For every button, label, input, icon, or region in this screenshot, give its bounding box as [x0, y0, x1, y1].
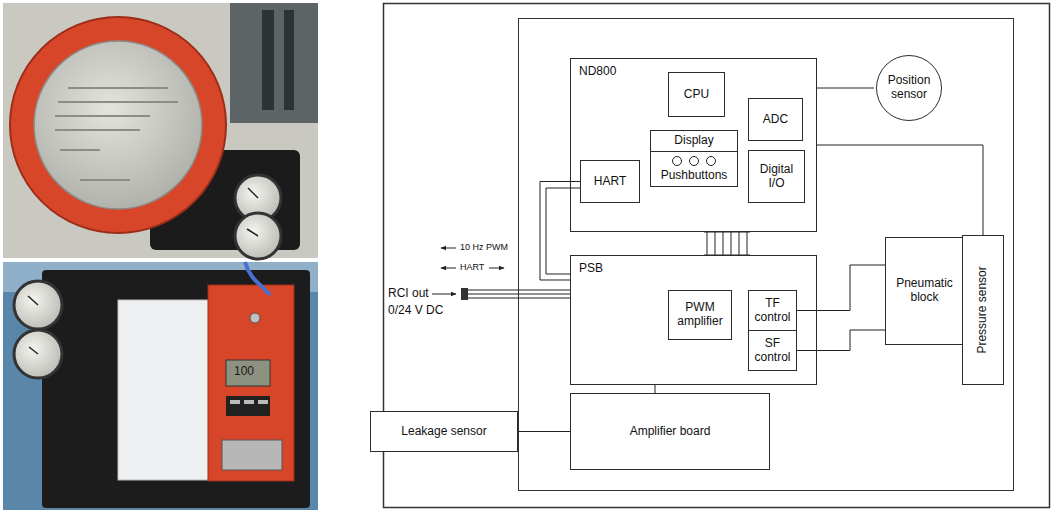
- box-label: TF control: [752, 297, 793, 325]
- sensor-box: Leakage sensor: [370, 411, 518, 452]
- box-label: PSB: [579, 262, 808, 276]
- box-label: Digital I/O: [752, 163, 801, 191]
- process-box: Pneumatic block: [885, 237, 964, 345]
- module-box: Pushbuttons: [650, 151, 738, 187]
- module-box: HART: [580, 160, 640, 203]
- gauge-needle: [28, 296, 38, 305]
- photo-background: [230, 3, 318, 123]
- keypad: [226, 396, 270, 416]
- module-box: PWM amplifier: [668, 290, 732, 340]
- box-label: Pushbuttons: [661, 169, 728, 183]
- display-readout: 100: [234, 365, 254, 379]
- signal-label: RCI out: [388, 287, 429, 301]
- connector-line: [797, 265, 885, 311]
- process-box: Amplifier board: [570, 393, 770, 470]
- red-cover: [10, 17, 226, 233]
- connector-plug: [461, 288, 468, 300]
- sensor-box: Pressure sensor: [962, 235, 1004, 385]
- photo-ground: [3, 3, 318, 258]
- connector-line: [797, 330, 885, 351]
- sensor-outline: [877, 56, 942, 121]
- pushbutton-symbols: [673, 157, 716, 166]
- bus-lines: [704, 232, 750, 255]
- module-box: SF control: [748, 330, 797, 371]
- signal-label: HART: [460, 262, 484, 272]
- cable-glands: [222, 440, 282, 470]
- lcd-display: [226, 360, 270, 386]
- photo-background: [262, 10, 274, 110]
- board-box: ND800CPUADCDisplayPushbuttonsHARTDigital…: [570, 58, 817, 232]
- push-button: [258, 400, 268, 404]
- gauge-needle: [29, 347, 38, 354]
- box-label: Pressure sensor: [976, 266, 990, 353]
- box-label: ADC: [763, 113, 788, 127]
- gauge-needle: [248, 188, 258, 198]
- box-label: SF control: [752, 337, 793, 365]
- signal-arrow: [441, 248, 456, 249]
- signal-arrow: [441, 268, 456, 269]
- signal-label: 0/24 V DC: [388, 304, 443, 318]
- housing-screw: [250, 313, 260, 323]
- box-label: Leakage sensor: [401, 425, 486, 439]
- connector-line: [817, 88, 874, 89]
- pressure-gauge: [235, 213, 281, 259]
- device-housing: [519, 19, 1014, 491]
- photo-background: [284, 10, 294, 110]
- module-box: Display: [650, 130, 738, 152]
- air-hose: [245, 262, 270, 295]
- module-box: TF control: [748, 290, 797, 331]
- plate-engraving: [55, 88, 178, 180]
- sensor-circle: Position sensor: [874, 55, 944, 121]
- module-box: Digital I/O: [748, 150, 805, 203]
- rci-wires: [468, 290, 570, 298]
- positioner-photo-bottom: [3, 262, 318, 510]
- box-label: Position sensor: [877, 74, 941, 102]
- gauge-needle: [247, 229, 258, 236]
- module-box: ADC: [748, 98, 803, 141]
- name-plate: [34, 41, 202, 209]
- photo-ground: [3, 262, 318, 510]
- connector-line: [540, 182, 580, 281]
- pressure-gauge: [14, 281, 62, 329]
- box-label: PWM amplifier: [672, 301, 728, 329]
- connector-line: [731, 232, 732, 255]
- box-label: Amplifier board: [630, 425, 711, 439]
- connector-line: [817, 145, 983, 235]
- mounting-plate: [42, 270, 310, 508]
- hart-wire: [546, 188, 580, 274]
- box-label: Display: [674, 134, 713, 148]
- module-box: CPU: [668, 72, 725, 117]
- signal-label: 10 Hz PWM: [460, 242, 508, 252]
- signal-arrow: [432, 294, 456, 295]
- white-cover: [118, 300, 212, 480]
- box-label: CPU: [684, 88, 709, 102]
- signal-arrow: [489, 268, 504, 269]
- red-housing: [208, 285, 294, 481]
- pressure-gauge: [14, 330, 62, 378]
- connector-line: [518, 431, 570, 432]
- outer-frame: [384, 4, 1050, 508]
- push-button: [230, 400, 240, 404]
- positioner-photo-top: [3, 3, 318, 259]
- push-button: [244, 400, 254, 404]
- box-label: HART: [594, 175, 626, 189]
- connector-line: [655, 385, 656, 393]
- board-box: PSB PWM amplifier TF control SF control: [570, 255, 817, 385]
- box-label: Pneumatic block: [889, 277, 960, 305]
